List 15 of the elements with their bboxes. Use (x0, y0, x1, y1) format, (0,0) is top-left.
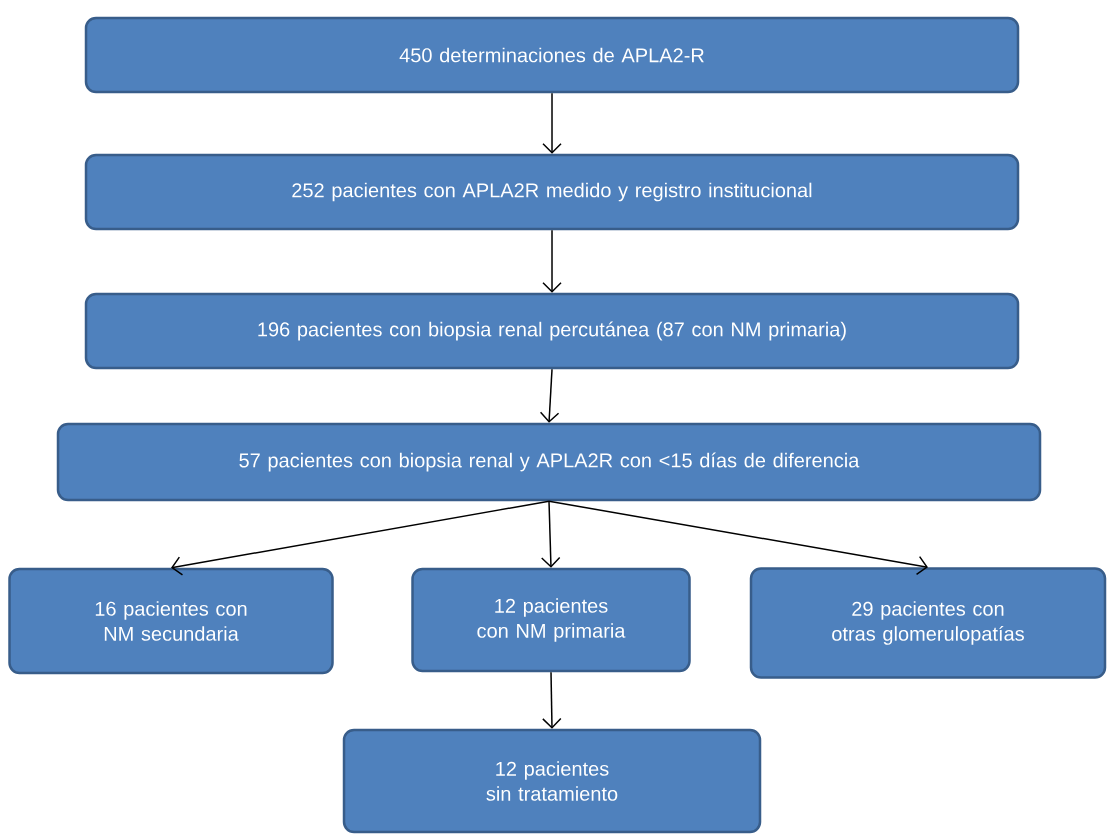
process-box: 12 pacientes sin tratamiento (342, 728, 762, 834)
arrow (542, 229, 562, 293)
arrow (540, 500, 561, 568)
process-box: 16 pacientes con NM secundaria (8, 567, 334, 675)
arrow (542, 671, 562, 729)
process-box: 57 pacientes con biopsia renal y APLA2R con <15 días de diferencia (56, 422, 1042, 502)
process-box: 12 pacientes con NM primaria (411, 567, 691, 673)
arrow (542, 92, 562, 154)
process-box: 196 pacientes con biopsia renal percutánea (87 con NM primaria) (84, 292, 1020, 370)
arrow (548, 500, 928, 576)
process-box: 450 determinaciones de APLA2-R (84, 16, 1020, 94)
arrow (539, 368, 560, 423)
process-box: 29 pacientes con otras glomerulopatías (749, 567, 1107, 679)
process-box: 252 pacientes con APLA2R medido y registro institucional (84, 153, 1020, 231)
arrow (171, 500, 550, 576)
